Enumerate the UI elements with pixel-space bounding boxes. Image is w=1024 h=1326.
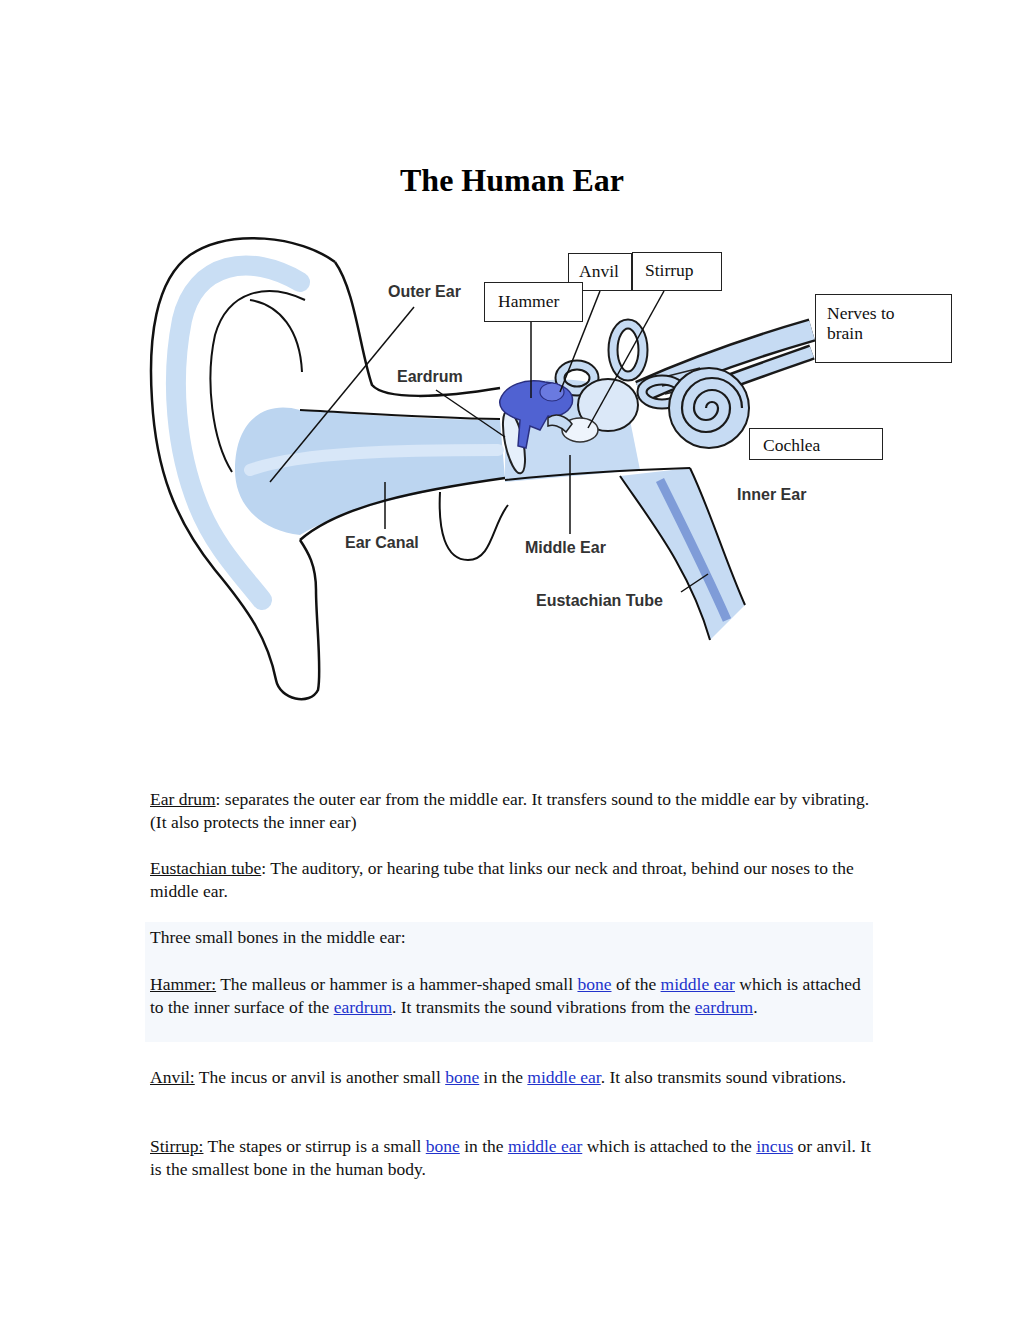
hyperlink-text: bone — [426, 1136, 460, 1156]
hyperlink-text: incus — [756, 1136, 793, 1156]
label-box: Cochlea — [749, 428, 883, 460]
hyperlink-text: middle ear — [661, 974, 735, 994]
canal-bottom-wall — [300, 478, 505, 540]
ossicles — [500, 381, 573, 448]
hyperlink-text: bone — [445, 1067, 479, 1087]
leader-line — [569, 455, 571, 534]
semicircular-canal — [613, 324, 643, 376]
label-box: Stirrup — [632, 252, 722, 291]
leader-line — [588, 291, 664, 428]
body-text: . — [753, 997, 757, 1017]
text-paragraph: Stirrup: The stapes or stirrup is a smal… — [150, 1135, 875, 1181]
term-heading: Anvil: — [150, 1067, 195, 1087]
text-paragraph: Hammer: The malleus or hammer is a hamme… — [150, 973, 875, 1019]
leader-line — [681, 574, 708, 592]
label-box: Hammer — [484, 282, 583, 322]
body-text: : separates the outer ear from the middl… — [150, 789, 869, 832]
fold-line — [250, 300, 302, 372]
body-text: The stapes or stirrup is a small — [203, 1136, 425, 1156]
highlight-panel — [145, 922, 873, 1042]
box-label: Cochlea — [763, 435, 820, 455]
text-paragraph: Eustachian tube: The auditory, or hearin… — [150, 857, 875, 903]
body-text: which is attached to the — [582, 1136, 756, 1156]
body-text: in the — [479, 1067, 527, 1087]
term-heading: Eustachian tube — [150, 858, 261, 878]
leader-line — [270, 307, 414, 482]
hyperlink-text: bone — [577, 974, 611, 994]
ear-canal-fill — [235, 408, 505, 536]
body-text: . It also transmits sound vibrations. — [601, 1067, 846, 1087]
box-label: Hammer — [498, 291, 559, 311]
hyperlink-text: middle ear — [508, 1136, 582, 1156]
pinna-outline — [151, 238, 335, 699]
hyperlink-text: middle ear — [527, 1067, 600, 1087]
cochlea-spiral — [682, 378, 742, 432]
leader-line — [436, 390, 505, 437]
body-text: Three small bones in the middle ear: — [150, 927, 406, 947]
stirrup-bone — [548, 415, 572, 432]
cochlea-body — [669, 368, 749, 448]
head-outline — [335, 262, 500, 396]
box-label: Stirrup — [645, 260, 694, 280]
text-paragraph: Ear drum: separates the outer ear from t… — [150, 788, 875, 834]
tube-wall — [690, 468, 745, 605]
label-box: Nerves to brain — [815, 294, 952, 363]
hyperlink-text: eardrum — [334, 997, 392, 1017]
page-title: The Human Ear — [0, 162, 1024, 199]
body-text: The malleus or hammer is a hammer-shaped… — [216, 974, 577, 994]
text-paragraph: Three small bones in the middle ear: — [150, 926, 875, 949]
part-label: Inner Ear — [737, 485, 806, 504]
box-label: Nerves to brain — [827, 303, 927, 343]
canal-top-wall — [300, 410, 500, 419]
term-heading: Ear drum — [150, 789, 216, 809]
box-label: Anvil — [579, 261, 619, 281]
term-heading: Hammer: — [150, 974, 216, 994]
term-heading: Stirrup: — [150, 1136, 203, 1156]
cavity-floor — [505, 468, 690, 480]
text-paragraph: Anvil: The incus or anvil is another sma… — [150, 1066, 875, 1089]
body-text: in the — [460, 1136, 508, 1156]
semicircular-canal — [613, 324, 643, 376]
leader-line — [530, 322, 532, 398]
part-label: Outer Ear — [388, 282, 461, 301]
jaw-outline — [440, 492, 508, 560]
body-text: of the — [612, 974, 661, 994]
part-label: Eardrum — [397, 367, 463, 386]
body-text: . It transmits the sound vibrations from… — [392, 997, 695, 1017]
part-label: Middle Ear — [525, 538, 606, 557]
tube-wall — [620, 476, 710, 640]
hyperlink-text: eardrum — [695, 997, 753, 1017]
eustachian-tube-fill — [620, 468, 745, 640]
antihelix-line — [210, 291, 305, 472]
body-text: The incus or anvil is another small — [195, 1067, 445, 1087]
part-label: Ear Canal — [345, 533, 419, 552]
part-label: Eustachian Tube — [536, 591, 663, 610]
leader-line — [384, 482, 386, 529]
